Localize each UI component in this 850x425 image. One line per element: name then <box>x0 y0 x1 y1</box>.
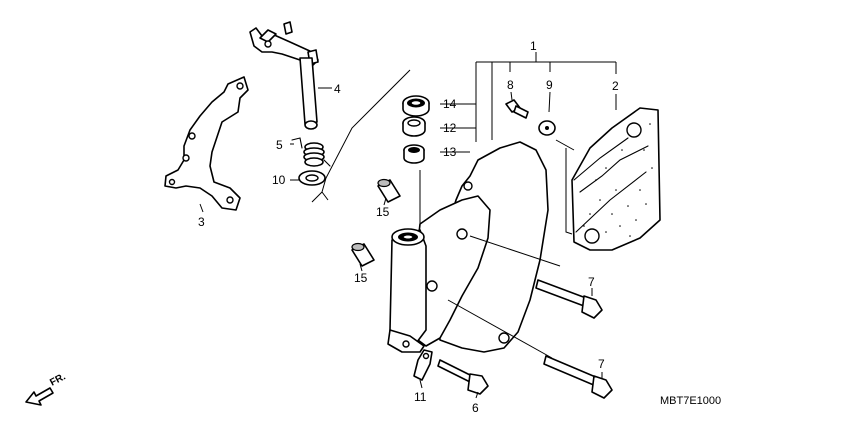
part-4-shift-arm <box>249 21 319 130</box>
assembly-guide-line <box>321 69 411 193</box>
callout-2: 2 <box>612 79 619 93</box>
callout-4: 4 <box>334 82 341 96</box>
callout-1: 1 <box>530 39 537 53</box>
callout-13: 13 <box>443 145 457 159</box>
direction-label: FR. <box>48 371 68 388</box>
callout-7-lower: 7 <box>598 357 605 371</box>
front-direction-arrow: FR. <box>25 371 68 406</box>
part-2-filter <box>571 107 661 251</box>
callout-6: 6 <box>472 401 479 415</box>
part-8-bolt <box>505 99 529 119</box>
callout-5: 5 <box>276 138 283 152</box>
part-7-bolt-upper <box>535 279 603 319</box>
callout-labels: 1 2 3 4 5 6 7 7 8 9 10 11 12 13 14 15 15 <box>198 39 619 415</box>
callout-8: 8 <box>507 78 514 92</box>
diagram-code: MBT7E1000 <box>660 395 721 407</box>
callout-12: 12 <box>443 121 457 135</box>
part-15-dowel-lower <box>351 242 375 267</box>
part-12-seal <box>402 116 426 137</box>
part-14-bearing <box>402 95 430 117</box>
part-15-dowel-upper <box>377 178 401 203</box>
callout-11: 11 <box>414 390 427 404</box>
callout-9: 9 <box>546 78 553 92</box>
part-13-bushing <box>403 144 425 164</box>
callout-15-upper: 15 <box>376 205 390 219</box>
part-6-bolt <box>437 359 489 395</box>
callout-7-upper: 7 <box>588 275 595 289</box>
leader-lines <box>199 52 617 399</box>
part-1-cover <box>387 141 549 353</box>
callout-3: 3 <box>198 215 205 229</box>
part-9-washer <box>538 120 556 136</box>
callout-15-lower: 15 <box>354 271 368 285</box>
callout-14: 14 <box>443 97 457 111</box>
part-5-spring <box>291 137 331 167</box>
part-10-washer <box>298 170 326 186</box>
callout-10: 10 <box>272 173 286 187</box>
part-3-bracket <box>164 76 249 211</box>
part-11-clip <box>413 349 433 381</box>
part-7-bolt-lower <box>543 355 613 399</box>
